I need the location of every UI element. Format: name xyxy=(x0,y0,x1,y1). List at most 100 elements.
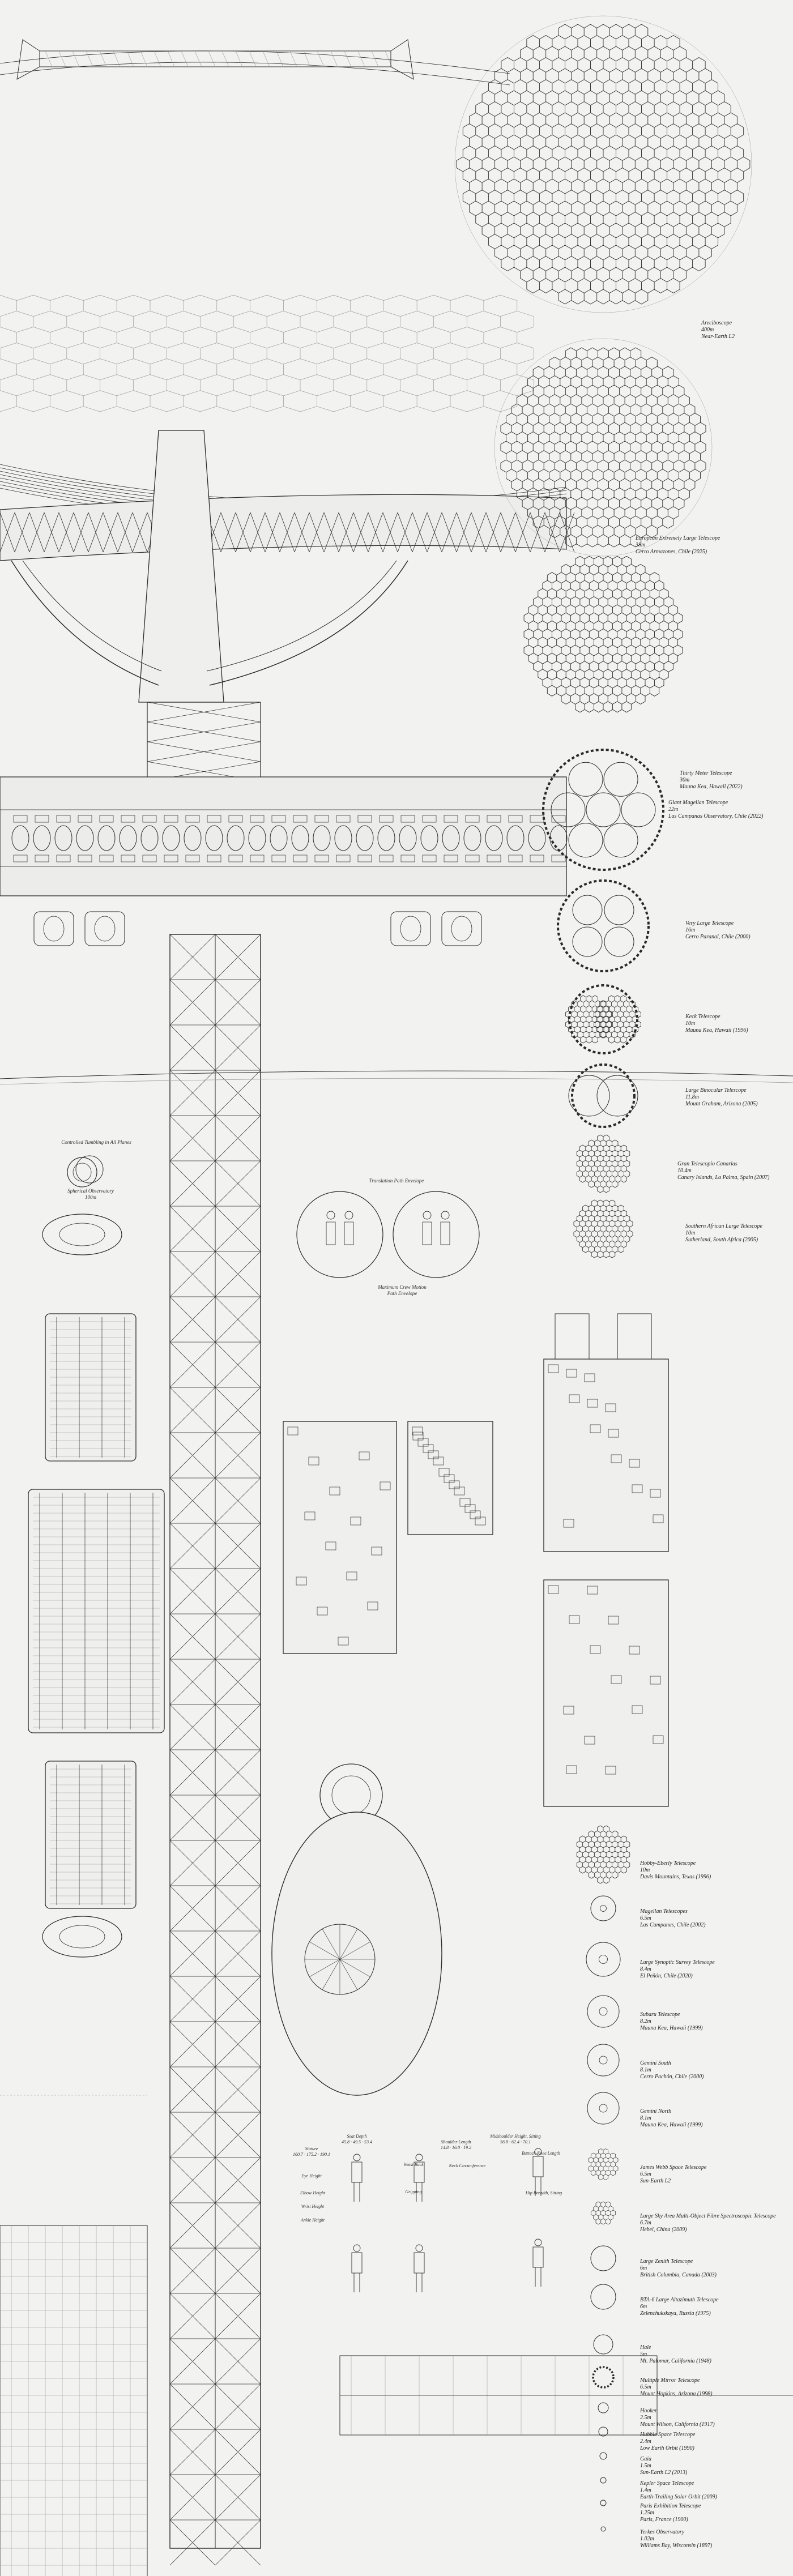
telescope-dia: 5m xyxy=(640,2351,647,2357)
telescope-dia: 6.5m xyxy=(640,2171,651,2177)
dim-midshoulder-value: 56.8 · 62.4 · 70.1 xyxy=(500,2139,531,2144)
telescope-loc: Mount Graham, Arizona (2005) xyxy=(685,1101,758,1107)
telescope-dia: 38m xyxy=(636,542,646,548)
telescope-loc: Mount Hopkins, Arizona (1998) xyxy=(640,2391,713,2397)
telescope-name: Multiple Mirror Telescope xyxy=(640,2377,700,2383)
telescope-loc: Cerro Armazones, Chile (2025) xyxy=(636,549,707,555)
dim-eye: Eye Height xyxy=(289,2173,334,2179)
telescope-name: Subaru Telescope xyxy=(640,2011,680,2018)
telescope-loc: Cerro Paranal, Chile (2000) xyxy=(685,934,751,940)
telescope-name: Yerkes Observatory xyxy=(640,2529,685,2535)
telescope-dia: 400m xyxy=(701,327,714,333)
dish-truss xyxy=(0,430,575,782)
telescope-dia: 8.1m xyxy=(640,2115,651,2121)
telescope-loc: Williams Bay, Wisconsin (1897) xyxy=(640,2543,713,2549)
telescope-name: Hubble Space Telescope xyxy=(640,2432,696,2438)
telescope-loc: Las Campanas, Chile (2002) xyxy=(640,1922,706,1928)
dim-waist: Waist Back xyxy=(391,2162,436,2168)
tumbling-note: Controlled Tumbling in All Planes xyxy=(61,1139,131,1145)
dim-seat-value: 45.8 · 49.5 · 53.4 xyxy=(342,2139,372,2144)
telescope-dia: 10m xyxy=(685,1230,696,1236)
telescope-loc: Near-Earth L2 xyxy=(701,334,735,340)
habitat-ring xyxy=(0,776,568,946)
telescope-dia: 30m xyxy=(680,777,690,783)
telescope-dia: 8.2m xyxy=(640,2018,651,2024)
telescope-dia: 1.25m xyxy=(640,2510,654,2516)
dim-gripping-label: Gripping xyxy=(405,2189,422,2194)
telescope-loc: Mauna Kea, Hawaii (1999) xyxy=(640,2025,703,2031)
dim-midshoulder-label: Midshoulder Height, Sitting xyxy=(490,2134,541,2139)
telescope-name: Hale xyxy=(640,2344,651,2351)
telescope-dia: 6.5m xyxy=(640,2384,651,2390)
left-module-stack xyxy=(0,1157,165,2576)
dim-ankle: Ankle Height xyxy=(290,2218,335,2223)
telescope-name: Large Zenith Telescope xyxy=(640,2258,693,2265)
telescope-loc: El Peñón, Chile (2020) xyxy=(640,1973,693,1979)
telescope-loc: Earth-Trailing Solar Orbit (2009) xyxy=(640,2494,717,2500)
crew-envelopes xyxy=(75,1155,480,1278)
telescope-dia: 8.4m xyxy=(640,1966,651,1972)
telescope-name: Gaia xyxy=(640,2456,651,2462)
telescope-dia: 10.4m xyxy=(677,1168,692,1174)
telescope-loc: Cerro Pachón, Chile (2000) xyxy=(640,2074,704,2080)
telescope-name: Giant Magellan Telescope xyxy=(668,800,728,806)
translation-path-note: Translation Path Envelope xyxy=(369,1178,424,1184)
dim-seat-label: Seat Depth xyxy=(347,2134,367,2139)
telescope-dia: 6.7m xyxy=(640,2220,651,2226)
telescope-name: Magellan Telescopes xyxy=(640,1908,688,1915)
telescope-loc: Sun-Earth L2 xyxy=(640,2178,671,2184)
telescope-loc: Hebei, China (2009) xyxy=(640,2227,687,2233)
telescope-name: Keck Telescope xyxy=(685,1014,720,1020)
telescope-loc: British Columbia, Canada (2003) xyxy=(640,2272,717,2278)
telescope-dia: 2.4m xyxy=(640,2438,651,2445)
mirror-comparison xyxy=(454,15,752,2532)
telescope-loc: Paris, France (1900) xyxy=(640,2517,688,2523)
spherical-diameter: 100m xyxy=(85,1194,96,1200)
anthropometric-figures xyxy=(339,2148,793,2436)
telescope-loc: Las Campanas Observatory, Chile (2022) xyxy=(668,813,764,819)
telescope-name: Areciboscope xyxy=(701,320,732,326)
telescope-dia: 8.1m xyxy=(640,2067,651,2073)
dim-buttock: Buttock-Knee Length xyxy=(510,2151,572,2156)
dim-shoulder-label: Shoulder Length xyxy=(441,2139,471,2144)
dim-neck-label: Neck Circumference xyxy=(449,2163,486,2168)
telescope-dia: 2.5m xyxy=(640,2415,651,2421)
telescope-name: Gran Telescopio Canarias xyxy=(677,1161,737,1167)
telescope-name: Large Sky Area Multi-Object Fibre Spectr… xyxy=(640,2213,776,2219)
telescope-name: BTA-6 Large Altazimuth Telescope xyxy=(640,2297,719,2303)
telescope-name: James Webb Space Telescope xyxy=(640,2164,707,2171)
interior-modules xyxy=(271,1313,669,2096)
telescope-label-lamost: Large Sky Area Multi-Object Fibre Spectr… xyxy=(640,2213,776,2233)
telescope-loc: Sutherland, South Africa (2005) xyxy=(685,1237,758,1243)
telescope-loc: Mauna Kea, Hawaii (1999) xyxy=(640,2122,703,2128)
telescope-dia: 16m xyxy=(685,927,696,933)
telescope-name: Hooker xyxy=(640,2408,657,2414)
crew-envelope-note: Maximum Crew Motion Path Envelope xyxy=(378,1284,427,1296)
telescope-loc: Canary Islands, La Palma, Spain (2007) xyxy=(677,1174,770,1181)
dim-elbow: Elbow Height xyxy=(290,2190,335,2196)
telescope-name: Very Large Telescope xyxy=(685,920,734,926)
dim-stature-value: 160.7 · 175.2 · 190.1 xyxy=(293,2152,330,2157)
